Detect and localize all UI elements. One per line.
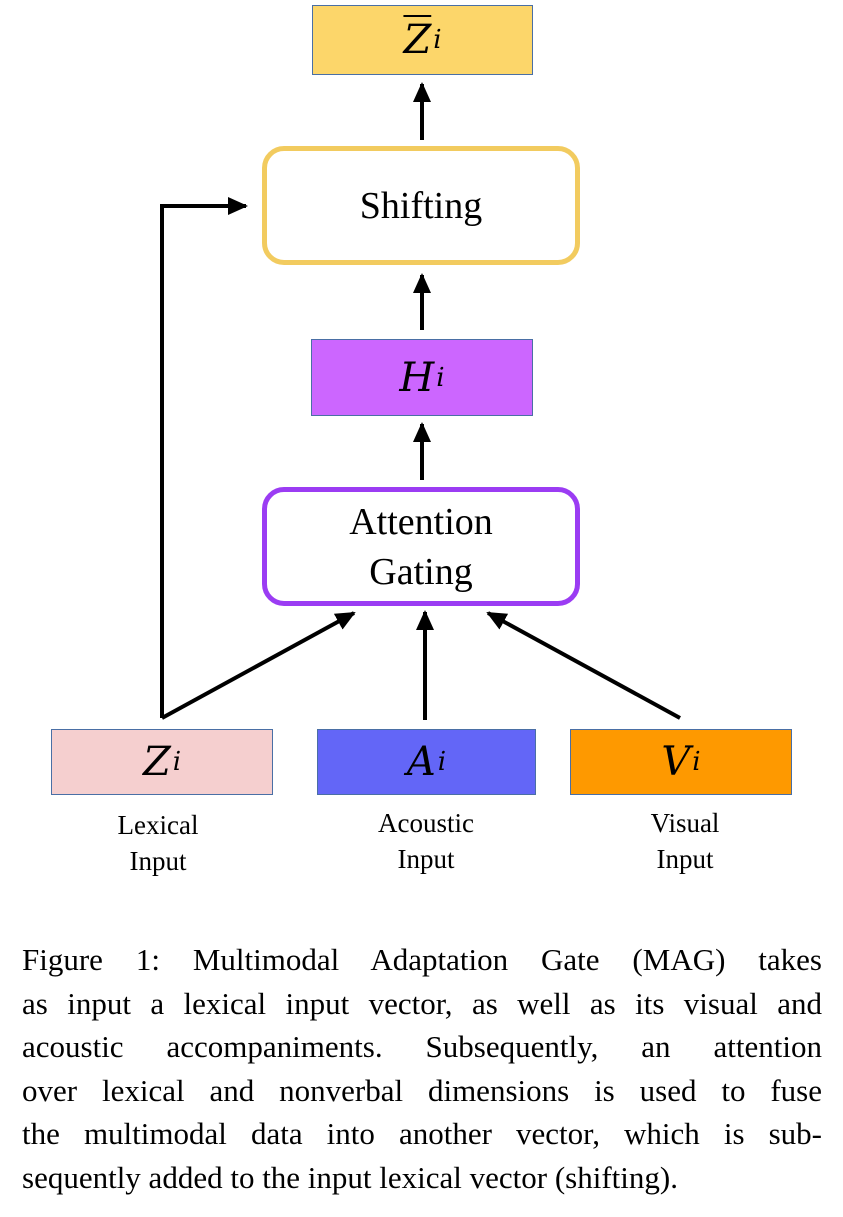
caption-line: the multimodal data into another vector,…	[22, 1116, 822, 1151]
attention-gating-line2: Gating	[369, 550, 473, 593]
attention-gating-line1: Attention	[349, 500, 493, 543]
edge-v-to-gating	[486, 611, 681, 720]
lexical-label-line2: Input	[129, 846, 187, 876]
lexical-label-line1: Lexical	[117, 810, 199, 840]
caption-line: over lexical and nonverbal dimensions is…	[22, 1072, 822, 1108]
visual-input-label: Visual Input	[585, 805, 785, 877]
z-symbol: Z	[142, 739, 171, 785]
v-symbol: V	[661, 739, 691, 785]
attention-gating-node: Attention Gating	[262, 487, 580, 606]
z-bar-symbol: Z	[403, 17, 432, 63]
edge-z-to-shifting	[160, 197, 248, 718]
visual-label-line1: Visual	[650, 808, 720, 838]
z-subscript: i	[172, 747, 182, 777]
caption-line: sequently added to the input lexical vec…	[22, 1159, 678, 1195]
visual-label-line2: Input	[656, 844, 714, 874]
a-subscript: i	[437, 747, 447, 777]
caption-line: as input a lexical input vector, as well…	[22, 985, 822, 1021]
edge-z-to-gating	[161, 611, 356, 720]
h-symbol: H	[399, 354, 435, 401]
caption-line: Figure 1: Multimodal Adaptation Gate (MA…	[22, 942, 822, 977]
acoustic-input-label: Acoustic Input	[326, 805, 526, 877]
a-symbol: A	[406, 739, 436, 785]
z-bar-subscript: i	[433, 25, 442, 55]
shifting-node: Shifting	[262, 146, 580, 265]
acoustic-label-line1: Acoustic	[378, 808, 474, 838]
h-subscript: i	[436, 362, 445, 393]
shifting-label: Shifting	[359, 184, 483, 227]
v-subscript: i	[692, 747, 701, 777]
figure-caption: Figure 1: Multimodal Adaptation Gate (MA…	[22, 938, 822, 1199]
caption-line: acoustic accompaniments. Subsequently, a…	[22, 1029, 822, 1064]
edges-layer	[160, 82, 681, 720]
lexical-input-label: Lexical Input	[58, 807, 258, 879]
acoustic-label-line2: Input	[397, 844, 455, 874]
